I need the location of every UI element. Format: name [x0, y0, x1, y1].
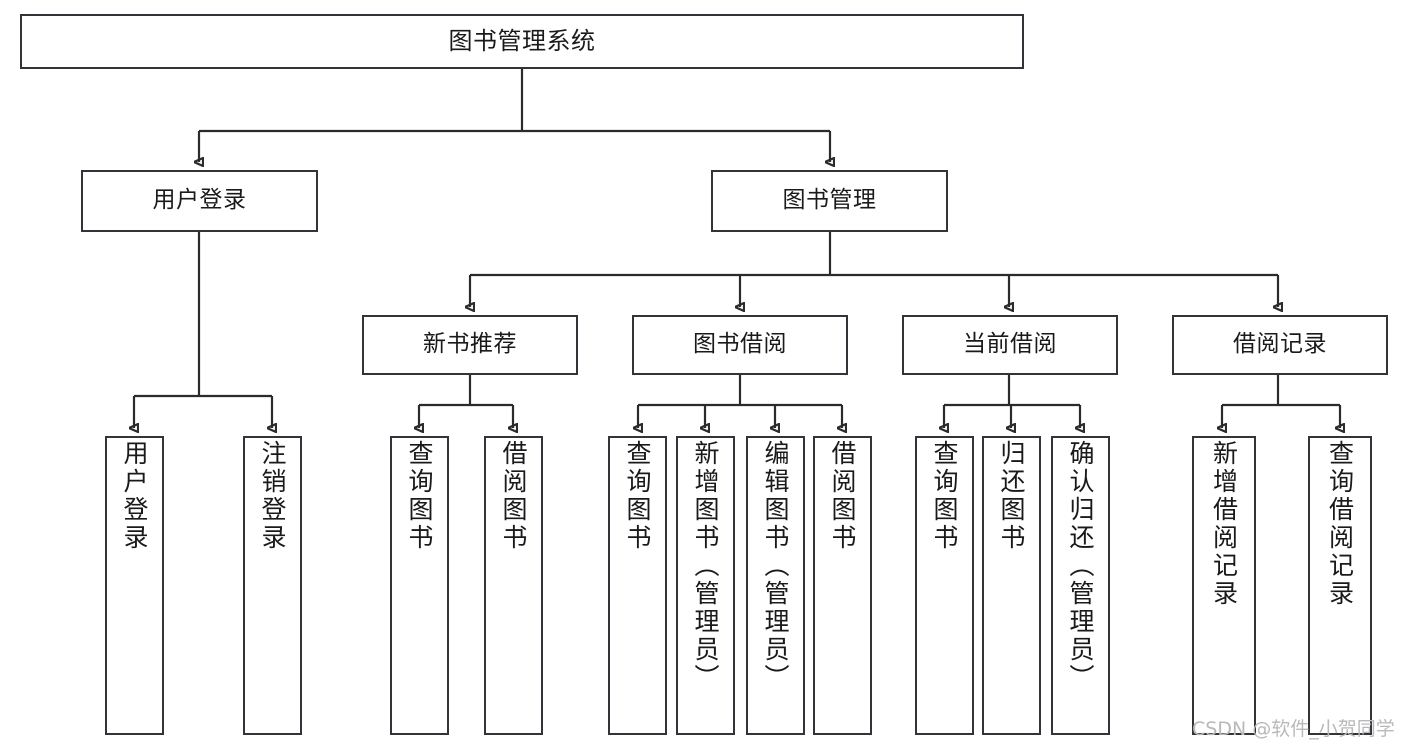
- node-leaf-query-book-current[interactable]: 查询图书: [915, 436, 974, 735]
- node-book-management[interactable]: 图书管理: [711, 170, 948, 232]
- node-label: 借阅图书: [828, 440, 857, 552]
- node-label: 图书管理系统: [448, 27, 596, 56]
- node-label: 注销登录: [258, 440, 287, 552]
- node-borrow-record[interactable]: 借阅记录: [1172, 315, 1388, 375]
- node-leaf-borrow-book-recommend[interactable]: 借阅图书: [484, 436, 543, 735]
- node-user-login[interactable]: 用户登录: [81, 170, 318, 232]
- node-label: 用户登录: [152, 187, 247, 214]
- node-book-borrow[interactable]: 图书借阅: [632, 315, 848, 375]
- node-leaf-query-book-borrow[interactable]: 查询图书: [608, 436, 667, 735]
- node-leaf-user-login[interactable]: 用户登录: [105, 436, 164, 735]
- node-label: 查询借阅记录: [1325, 440, 1355, 608]
- node-label: 借阅图书: [499, 440, 528, 552]
- node-label: 用户登录: [120, 440, 149, 552]
- node-label: 归还图书: [997, 440, 1026, 552]
- node-leaf-add-borrow-record[interactable]: 新增借阅记录: [1192, 436, 1256, 735]
- node-root-library-system[interactable]: 图书管理系统: [20, 14, 1024, 69]
- node-label: 确认归还（管理员）: [1066, 440, 1095, 692]
- node-label: 图书借阅: [693, 331, 787, 358]
- node-label: 新书推荐: [423, 331, 517, 358]
- node-label: 图书管理: [782, 187, 877, 214]
- node-label: 编辑图书（管理员）: [761, 440, 790, 692]
- node-label: 借阅记录: [1233, 331, 1327, 358]
- node-leaf-query-book-recommend[interactable]: 查询图书: [390, 436, 449, 735]
- node-new-book-recommend[interactable]: 新书推荐: [362, 315, 578, 375]
- node-leaf-add-book[interactable]: 新增图书（管理员）: [676, 436, 735, 735]
- node-leaf-confirm-return[interactable]: 确认归还（管理员）: [1051, 436, 1110, 735]
- node-label: 查询图书: [623, 440, 652, 552]
- node-leaf-edit-book[interactable]: 编辑图书（管理员）: [746, 436, 805, 735]
- node-current-borrow[interactable]: 当前借阅: [902, 315, 1118, 375]
- watermark: CSDN @软件_小贺同学: [1192, 718, 1395, 740]
- node-leaf-query-borrow-record[interactable]: 查询借阅记录: [1308, 436, 1372, 735]
- node-label: 新增图书（管理员）: [691, 440, 720, 692]
- node-label: 查询图书: [405, 440, 434, 552]
- node-leaf-logout-login[interactable]: 注销登录: [243, 436, 302, 735]
- node-label: 查询图书: [930, 440, 959, 552]
- node-label: 当前借阅: [963, 331, 1057, 358]
- node-label: 新增借阅记录: [1209, 440, 1239, 608]
- node-leaf-return-book[interactable]: 归还图书: [982, 436, 1041, 735]
- node-leaf-borrow-book[interactable]: 借阅图书: [813, 436, 872, 735]
